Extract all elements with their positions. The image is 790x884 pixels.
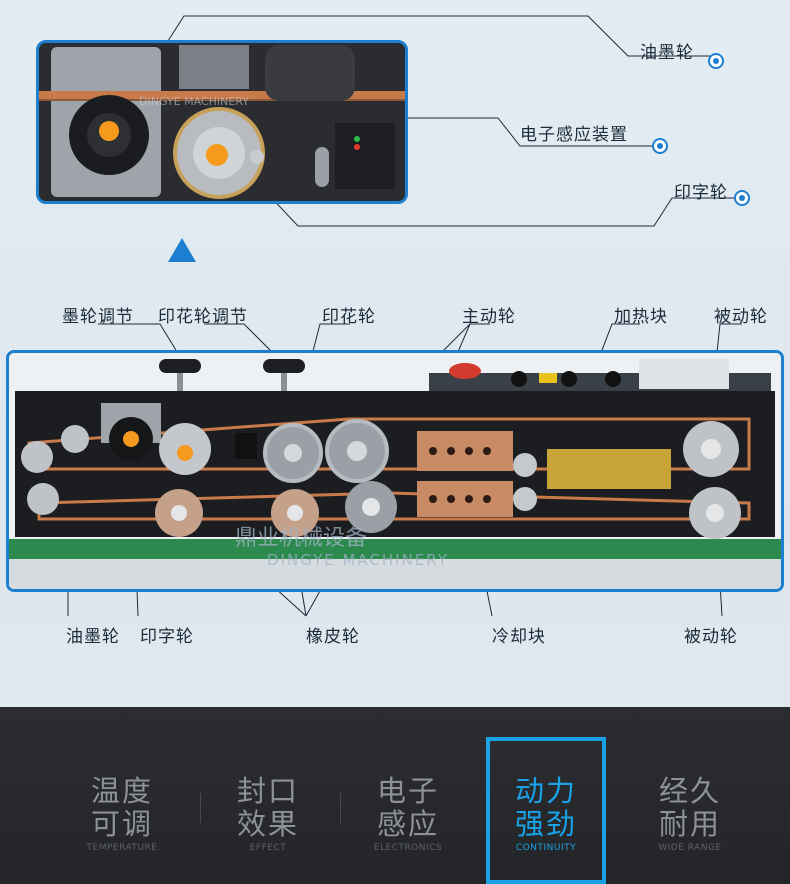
ink-wheel xyxy=(61,425,89,453)
label-drive-wheel: 主动轮 xyxy=(462,307,516,327)
feature-line1: 温度 xyxy=(90,774,153,808)
target-print-wheel xyxy=(734,190,750,206)
print-adjust-knob xyxy=(263,359,305,373)
feature-effect[interactable]: 封口效果 EFFECT xyxy=(208,707,328,884)
target-sensor xyxy=(652,138,668,154)
label-print-adjust: 印花轮调节 xyxy=(158,307,248,327)
label-print-wheel-bottom: 印字轮 xyxy=(140,627,194,647)
label-rubber-wheel: 橡皮轮 xyxy=(306,627,360,647)
print-knob xyxy=(206,144,228,166)
left-idler-top xyxy=(21,441,53,473)
feature-electronics[interactable]: 电子感应 ELECTRONICS xyxy=(348,707,468,884)
label-heater: 加热块 xyxy=(614,307,668,327)
motor xyxy=(265,45,355,101)
feature-line1: 经久 xyxy=(658,774,721,808)
sensor-box xyxy=(335,123,395,189)
feature-en: EFFECT xyxy=(249,843,287,853)
feature-en: ELECTRONICS xyxy=(373,843,443,853)
belt xyxy=(39,91,405,99)
label-driven-wheel-top: 被动轮 xyxy=(714,307,768,327)
feature-divider xyxy=(340,793,341,823)
feature-wide-range[interactable]: 经久耐用 WIDE RANGE xyxy=(630,707,750,884)
label-print-wheel-top: 印字轮 xyxy=(674,183,728,203)
feature-line2: 感应 xyxy=(376,807,439,841)
label-ink-wheel-bottom: 油墨轮 xyxy=(66,627,120,647)
target-ink-wheel xyxy=(708,53,724,69)
label-ink-wheel-top: 油墨轮 xyxy=(640,43,694,63)
ink-knob xyxy=(99,121,119,141)
label-sensor: 电子感应装置 xyxy=(520,125,628,145)
leader-print-adjust xyxy=(204,323,281,361)
belt-bottom xyxy=(37,491,751,521)
watermark-en: DINGYE MACHINERY xyxy=(267,551,449,569)
feature-en: WIDE RANGE xyxy=(658,843,722,853)
feature-en: CONTINUITY xyxy=(515,843,577,853)
watermark-zoom: DINGYE MACHINERY xyxy=(139,95,249,108)
machine-photo: 鼎业机械设备 DINGYE MACHINERY xyxy=(6,350,784,592)
ink-wheel-knob xyxy=(123,431,139,447)
machine-illustration: 鼎业机械设备 DINGYE MACHINERY xyxy=(9,353,781,589)
feature-line2: 可调 xyxy=(90,807,153,841)
label-cooling-block: 冷却块 xyxy=(492,627,546,647)
zoom-illustration: DINGYE MACHINERY xyxy=(39,43,405,201)
leader-ink-wheel-top xyxy=(147,15,712,73)
feature-line1: 动力 xyxy=(514,774,577,808)
ink-adjust-knob xyxy=(159,359,201,373)
feature-bar: 温度可调 TEMPERATURE 封口效果 EFFECT 电子感应 ELECTR… xyxy=(0,707,790,884)
left-idler-bottom xyxy=(27,483,59,515)
feature-line1: 电子 xyxy=(376,774,439,808)
feature-line2: 强劲 xyxy=(514,807,577,841)
arrow-up-icon xyxy=(168,238,196,262)
watermark-zh: 鼎业机械设备 xyxy=(235,526,367,551)
label-driven-wheel-bottom: 被动轮 xyxy=(684,627,738,647)
feature-line2: 耐用 xyxy=(658,807,721,841)
label-ink-adjust: 墨轮调节 xyxy=(62,307,134,327)
stop-button xyxy=(449,363,481,379)
feature-line2: 效果 xyxy=(236,807,299,841)
heater-block xyxy=(547,449,671,489)
feature-en: TEMPERATURE xyxy=(86,843,158,853)
feature-continuity[interactable]: 动力强劲 CONTINUITY xyxy=(486,737,606,884)
zoom-photo: DINGYE MACHINERY xyxy=(36,40,408,204)
feature-divider xyxy=(200,793,201,823)
label-emboss-wheel: 印花轮 xyxy=(322,307,376,327)
leader-ink-adjust xyxy=(98,323,183,361)
leader-print-wheel-top xyxy=(249,174,736,227)
feature-temperature[interactable]: 温度可调 TEMPERATURE xyxy=(62,707,182,884)
feature-line1: 封口 xyxy=(236,774,299,808)
